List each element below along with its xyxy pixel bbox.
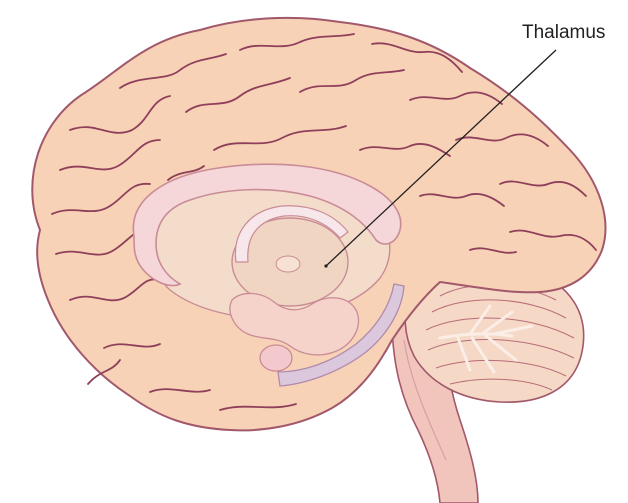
- thalamus-label: Thalamus: [522, 22, 605, 43]
- pituitary: [260, 345, 292, 371]
